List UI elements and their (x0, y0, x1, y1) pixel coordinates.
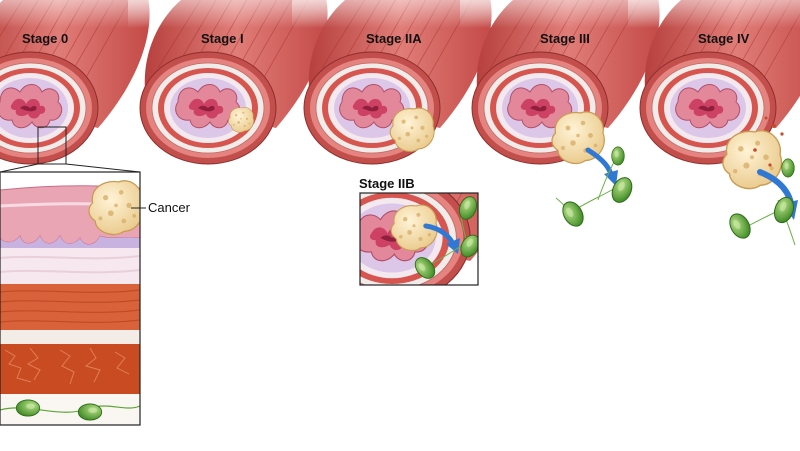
zoom-region-box (37, 126, 67, 165)
inset-lymph-node (77, 403, 103, 421)
stage-3-tube (459, 0, 671, 231)
cancer-label: Cancer (148, 200, 190, 215)
stage-0-label: Stage 0 (22, 31, 69, 46)
stage-1-tumor (228, 107, 254, 133)
stage-3-lymph-node (558, 197, 588, 231)
stage-3-label: Stage III (540, 31, 590, 46)
stage-4-label: Stage IV (698, 31, 750, 46)
stage-3-lymph-node (611, 146, 625, 166)
stage-2a-label: Stage IIA (366, 31, 422, 46)
inset-lymph-node (15, 399, 41, 417)
stage-4-lymph-node (725, 209, 755, 243)
stage-4-lymph-node (781, 158, 795, 178)
stage-4-tube (627, 0, 800, 246)
stage-1-label: Stage I (201, 31, 244, 46)
stage-2b-label: Stage IIB (359, 176, 415, 191)
stage-2b-inset (360, 193, 478, 285)
stage-0-cross-section-inset (0, 172, 140, 425)
stage-2a-tumor (389, 107, 435, 152)
